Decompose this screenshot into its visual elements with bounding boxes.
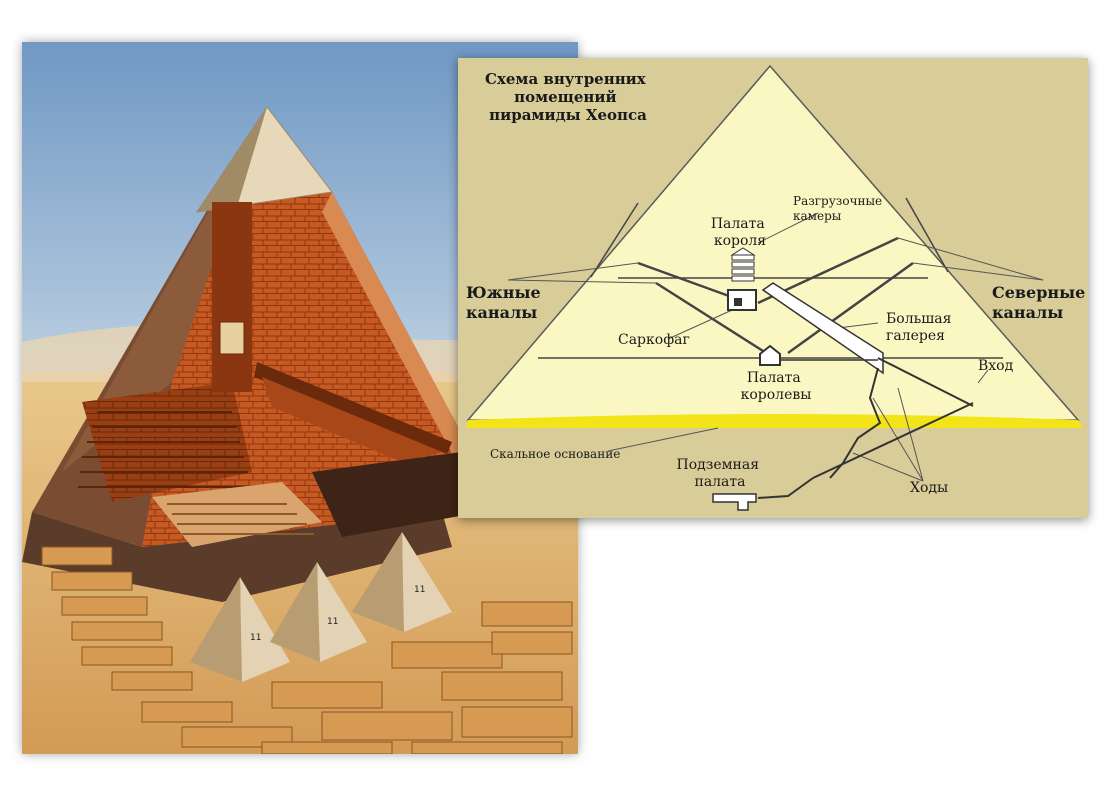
central-shaft — [212, 202, 252, 392]
chambers-schematic: Схема внутренних помещений пирамиды Хеоп… — [458, 58, 1088, 518]
label-queens-chamber-line-1: Палата — [747, 370, 801, 386]
label-subterranean-line-2: палата — [694, 474, 745, 490]
queens-pyramids: 11 11 11 12 — [190, 532, 503, 685]
label-subterranean-line-1: Подземная — [676, 457, 759, 473]
northern-shaft-queen — [787, 261, 914, 355]
label-entrance: Вход — [978, 358, 1014, 374]
relief-chamber-1 — [731, 254, 755, 261]
subterranean-chamber — [712, 493, 757, 511]
queen-pyramid-3-left — [352, 532, 404, 632]
label-sarcophagus: Саркофаг — [618, 332, 690, 348]
title-line-2: помещений — [514, 88, 617, 106]
label-grand-gallery-line-2: галерея — [886, 328, 945, 344]
well-shaft — [829, 367, 882, 479]
label-kings-chamber-line-1: Палата — [711, 216, 765, 232]
stepped-core-steps — [78, 411, 251, 488]
label-kings-chamber-line-2: короля — [714, 233, 766, 249]
label-relief-chambers-line-2: камеры — [793, 209, 842, 223]
subterranean-passage — [757, 477, 814, 499]
title-line-3: пирамиды Хеопса — [489, 106, 647, 124]
mastaba-tombs — [41, 546, 573, 754]
relief-chamber-3 — [731, 268, 755, 275]
label-southern-shafts: Южные каналы — [466, 283, 546, 322]
marker-queen-2: 11 — [327, 617, 338, 627]
lower-stepped-lines — [167, 503, 314, 535]
southern-shaft-king — [637, 261, 741, 302]
queen-pyramid-2-left — [270, 562, 320, 662]
label-southern-shafts-line-2: каналы — [466, 303, 537, 322]
label-passages: Ходы — [910, 480, 948, 496]
great-pyramid-cutaway — [22, 106, 482, 602]
label-kings-chamber: Палата короля — [711, 216, 769, 249]
label-queens-chamber-line-2: королевы — [741, 387, 812, 403]
sarcophagus-box — [734, 298, 742, 306]
pointer-lines — [507, 212, 1044, 482]
label-grand-gallery-line-1: Большая — [886, 311, 952, 327]
relief-chambers-stack — [219, 321, 245, 355]
label-northern-shafts: Северные каналы — [992, 283, 1088, 322]
label-relief-chambers: Разгрузочные камеры — [793, 194, 886, 223]
label-bedrock: Скальное основание — [490, 447, 620, 461]
queens-chamber — [759, 344, 781, 366]
diagram-title: Схема внутренних помещений пирамиды Хеоп… — [485, 70, 651, 124]
kings-chamber-group — [727, 247, 757, 311]
excavation-area — [312, 452, 482, 537]
label-northern-shafts-line-2: каналы — [992, 303, 1063, 322]
label-grand-gallery: Большая галерея — [886, 311, 956, 344]
label-relief-chambers-line-1: Разгрузочные — [793, 194, 882, 208]
queen-pyramid-1-left — [190, 577, 242, 682]
relief-chamber-2 — [731, 261, 755, 268]
ascending-passage — [877, 357, 974, 407]
title-line-1: Схема внутренних — [485, 70, 647, 88]
relief-chamber-4 — [731, 275, 755, 282]
grand-gallery — [761, 282, 884, 375]
southern-shaft-queen — [655, 281, 764, 353]
marker-queen-1: 11 — [250, 633, 261, 643]
pyramid-capstone-shadow — [197, 107, 267, 212]
relief-chamber-top — [730, 247, 756, 256]
grand-gallery-ramp — [254, 362, 452, 454]
queen-pyramid-3-right — [402, 532, 452, 632]
queen-pyramid-2-right — [317, 562, 367, 662]
label-southern-shafts-line-1: Южные — [466, 283, 541, 302]
queen-pyramid-1-right — [240, 577, 290, 682]
label-northern-shafts-line-1: Северные — [992, 283, 1085, 302]
marker-queen-3: 11 — [414, 585, 425, 595]
label-queens-chamber: Палата королевы — [741, 370, 812, 403]
pyramid-right-edge — [322, 192, 477, 472]
label-subterranean-chamber: Подземная палата — [676, 457, 763, 490]
gallery-side — [262, 377, 442, 462]
